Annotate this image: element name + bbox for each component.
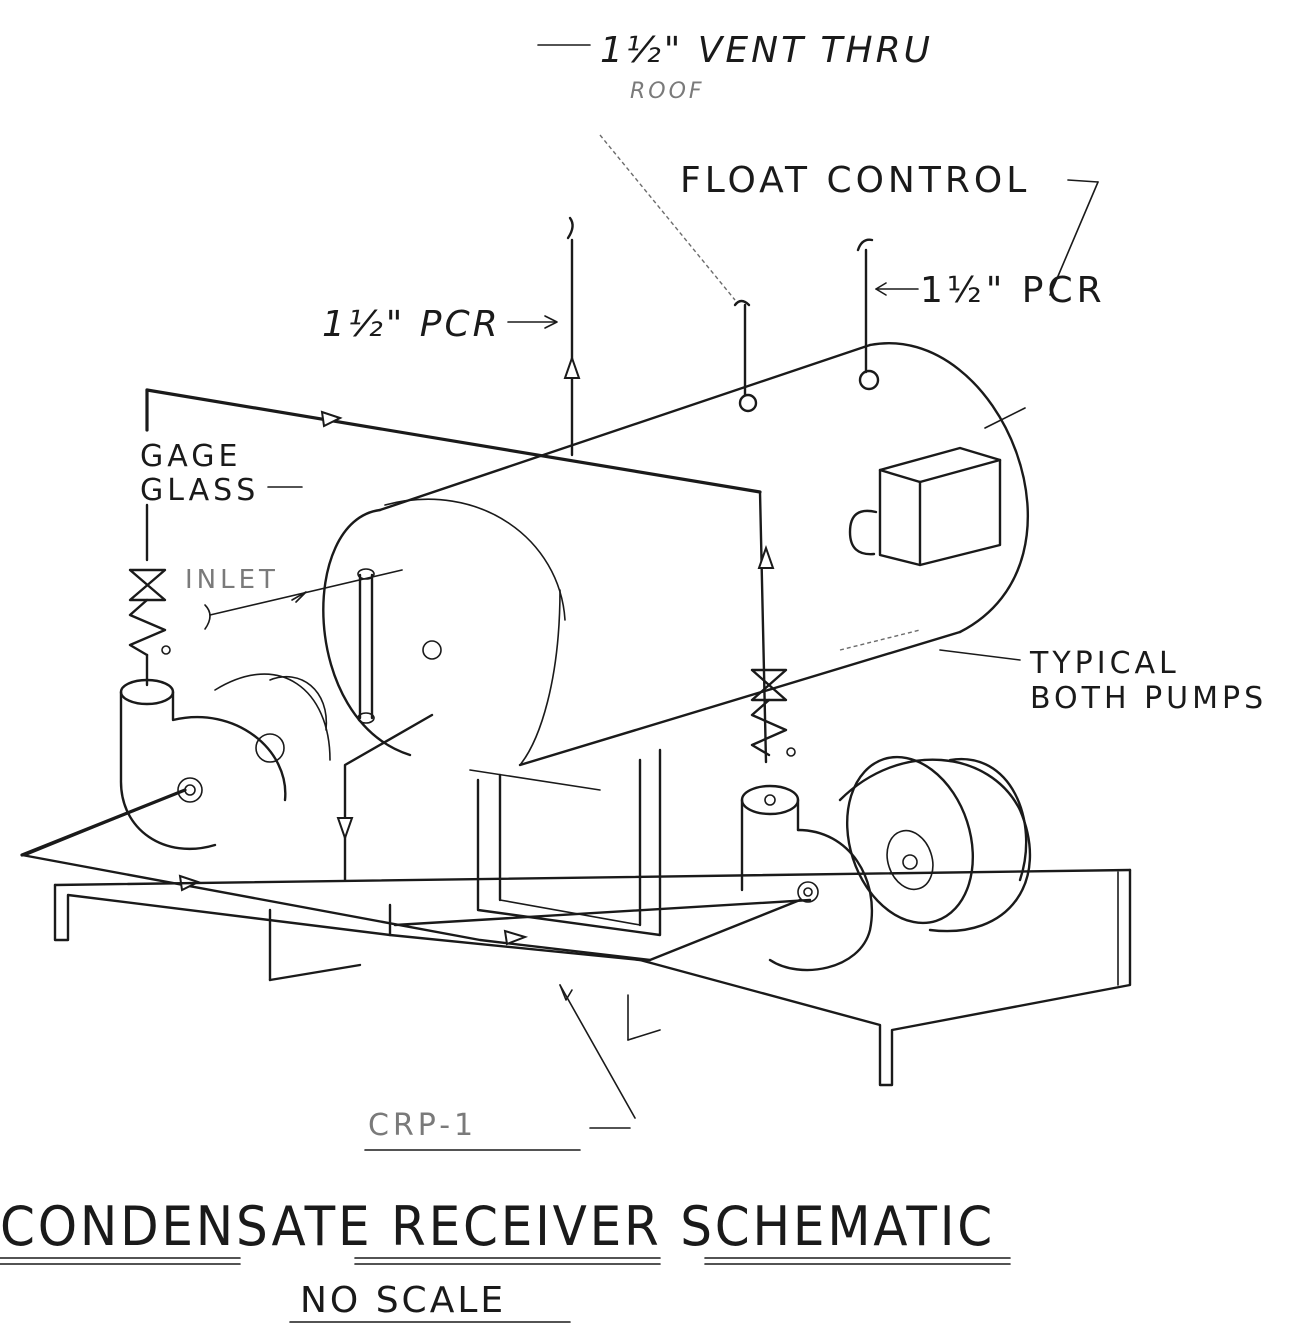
float-control-label: FLOAT CONTROL xyxy=(680,160,1030,201)
gage-glass-label-1: GAGE xyxy=(140,439,241,474)
schematic-title: CONDENSATE RECEIVER SCHEMATIC xyxy=(0,1195,995,1258)
typical-callout: TYPICAL BOTH PUMPS xyxy=(939,646,1267,716)
vent-label-roof: ROOF xyxy=(630,79,705,104)
pcr-right-callout: 1½" PCR xyxy=(875,270,1106,311)
crp-tag-callout: CRP-1 xyxy=(364,984,636,1151)
typical-label-1: TYPICAL xyxy=(1029,646,1180,681)
vent-callout: 1½" VENT THRU ROOF xyxy=(537,30,933,301)
left-pump xyxy=(23,673,331,857)
pcr-left-label: 1½" PCR xyxy=(322,304,501,345)
gage-glass-label-2: GLASS xyxy=(140,473,259,508)
float-control-callout: FLOAT CONTROL xyxy=(680,160,1099,296)
top-pipes xyxy=(563,216,880,457)
right-pump xyxy=(648,755,1032,972)
title-block: CONDENSATE RECEIVER SCHEMATIC NO SCALE xyxy=(0,1195,1011,1323)
pcr-left-callout: 1½" PCR xyxy=(322,304,558,345)
gage-glass-callout: GAGE GLASS xyxy=(140,439,303,508)
typical-label-2: BOTH PUMPS xyxy=(1030,681,1267,716)
crp-tag-label: CRP-1 xyxy=(368,1108,477,1143)
receiver-tank xyxy=(322,342,1029,767)
vent-label: 1½" VENT THRU xyxy=(600,30,933,71)
inlet-label: INLET xyxy=(185,565,279,595)
scale-note: NO SCALE xyxy=(300,1280,506,1321)
pcr-right-label: 1½" PCR xyxy=(920,270,1106,311)
base-skid xyxy=(53,748,1132,1087)
